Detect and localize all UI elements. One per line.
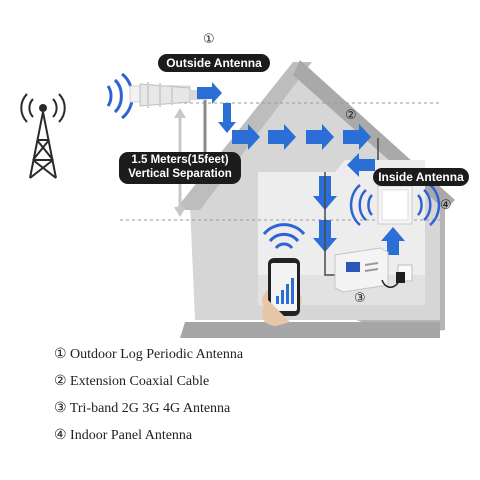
legend-item: ② Extension Coaxial Cable [54, 374, 210, 389]
callout-2: ② [345, 108, 357, 123]
arrow-3 [232, 124, 260, 150]
arrow-2 [218, 103, 236, 133]
legend: ① Outdoor Log Periodic Antenna ② Extensi… [54, 345, 243, 453]
callout-1: ① [203, 32, 215, 47]
vertical-separation-label: 1.5 Meters(15feet) Vertical Separation [119, 152, 241, 184]
power-adapter-icon [381, 264, 413, 288]
signal-wave-icon [106, 72, 134, 120]
callout-3: ③ [354, 291, 366, 306]
cell-tower-icon [20, 93, 66, 179]
arrow-5 [306, 124, 334, 150]
legend-item: ④ Indoor Panel Antenna [54, 428, 193, 443]
inside-antenna-label: Inside Antenna [373, 168, 469, 186]
arrow-7 [347, 153, 375, 177]
smartphone-icon [261, 258, 302, 326]
booster-unit [334, 247, 389, 293]
arrow-4 [268, 124, 296, 150]
house [175, 60, 455, 338]
house-floor-base [180, 322, 440, 338]
signal-path [197, 82, 405, 255]
outside-antenna-label: Outside Antenna [158, 54, 270, 72]
wifi-icon [262, 223, 306, 250]
legend-item: ③ Tri-band 2G 3G 4G Antenna [54, 401, 231, 416]
arrow-6 [343, 124, 371, 150]
separation-line-1: 1.5 Meters(15feet) [131, 154, 229, 166]
separation-line-2: Vertical Separation [128, 168, 232, 180]
inside-antenna [377, 185, 413, 225]
outdoor-antenna [129, 82, 207, 160]
signal-wave-icon [349, 184, 441, 226]
callout-4: ④ [440, 198, 452, 213]
arrow-10 [381, 227, 405, 255]
arrow-1 [197, 82, 222, 104]
legend-item: ① Outdoor Log Periodic Antenna [54, 347, 244, 362]
